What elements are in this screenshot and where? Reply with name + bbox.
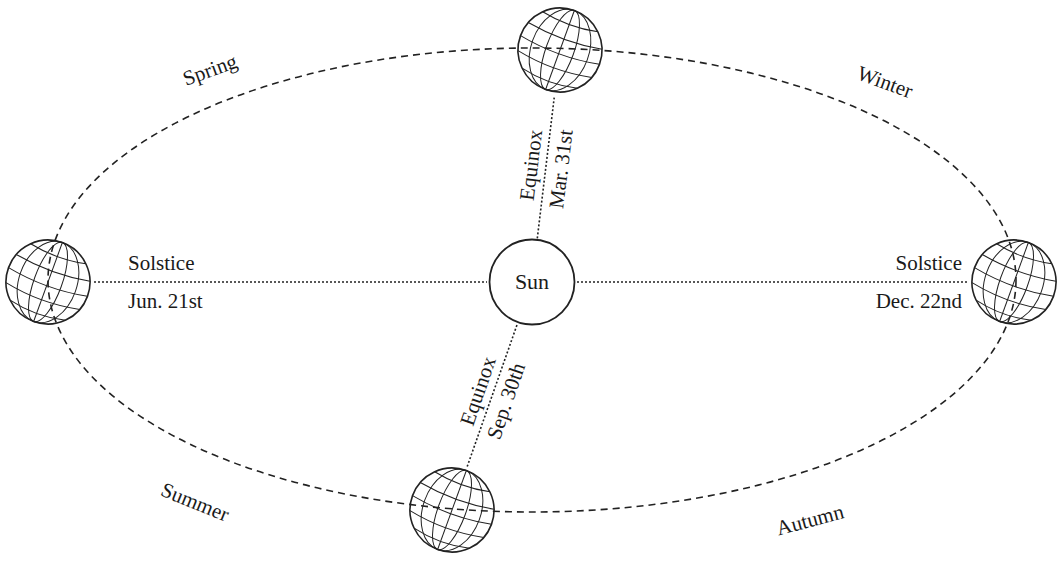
solstice-line [94,281,487,283]
season-label: Mar. 31st [544,128,578,210]
season-label: Solstice [128,251,195,275]
season-label: Winter [854,61,916,103]
sun-label: Sun [515,269,549,294]
orbit-path [48,48,1016,512]
season-label: Dec. 22nd [876,289,962,313]
earth-globe [398,456,506,561]
solstice-line [577,281,967,283]
season-label: Solstice [896,251,963,275]
sun-circle: Sun [488,238,576,326]
earth-globe [0,228,102,336]
season-label: Equinox [515,128,548,202]
season-label: Jun. 21st [128,289,203,313]
earth-globe [960,228,1063,336]
earth-globe [506,0,614,104]
season-label: Autumn [774,499,847,540]
season-label: Summer [157,477,232,526]
season-label: Spring [180,49,241,91]
sun-shape [490,240,575,325]
